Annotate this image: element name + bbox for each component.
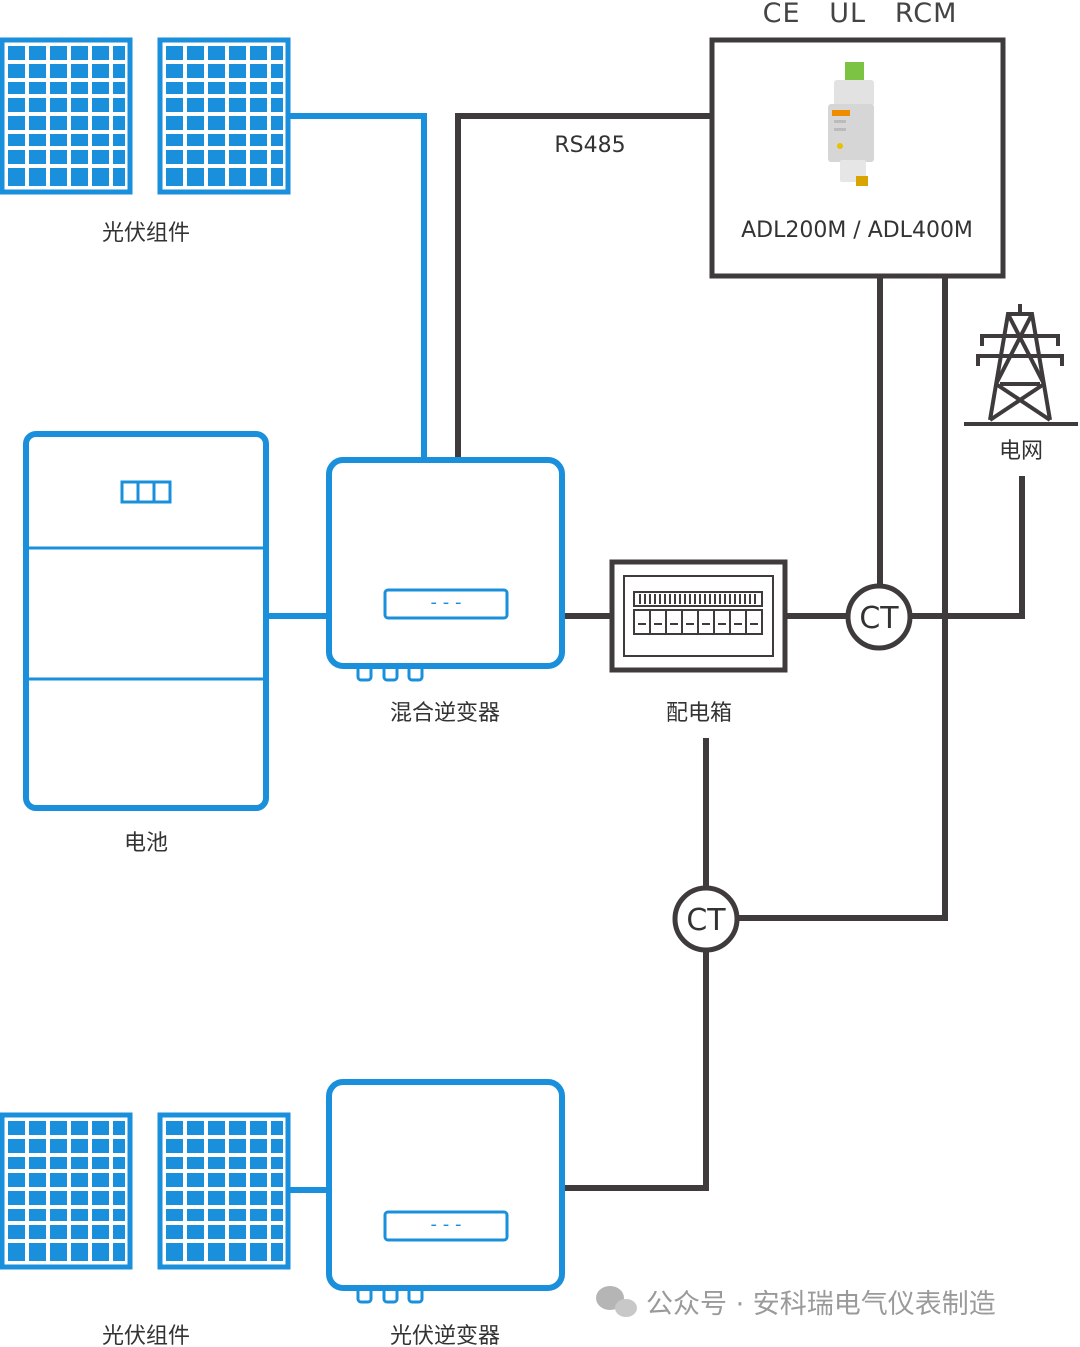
grid-label: 电网 xyxy=(999,439,1043,464)
pv-modules-top-label: 光伏组件 xyxy=(102,221,190,246)
rs485-label: RS485 xyxy=(554,133,625,158)
solar-panel-icon xyxy=(160,1115,288,1267)
hybrid-inverter-label: 混合逆变器 xyxy=(390,701,500,726)
pv-inverter-label: 光伏逆变器 xyxy=(390,1324,500,1347)
ct-sensor-top xyxy=(845,583,913,651)
distribution-box-label: 配电箱 xyxy=(666,701,732,726)
hybrid-inverter-display: - - - xyxy=(431,592,462,613)
dc-wires xyxy=(266,113,427,1193)
ct-bottom-label: CT xyxy=(686,903,726,938)
ct-sensor-bottom xyxy=(672,885,740,953)
solar-panel-icon xyxy=(2,1115,130,1267)
pv-modules-bottom-label: 光伏组件 xyxy=(102,1324,190,1347)
wechat-icon xyxy=(596,1286,637,1317)
transmission-tower-icon xyxy=(964,304,1078,426)
pv-array-top xyxy=(2,40,288,192)
distribution-box-icon xyxy=(609,559,788,673)
ac-wires xyxy=(455,113,1025,1191)
battery-label: 电池 xyxy=(124,831,168,856)
solar-panel-icon xyxy=(2,40,130,192)
pv-inverter-display: - - - xyxy=(431,1214,462,1235)
pv-array-bottom xyxy=(2,1115,288,1267)
hybrid-inverter-icon xyxy=(326,457,565,682)
meter-model-label: ADL200M / ADL400M xyxy=(741,218,973,243)
watermark-label: 公众号 · 安科瑞电气仪表制造 xyxy=(646,1289,996,1320)
din-rail-meter-icon xyxy=(828,62,874,186)
solar-panel-icon xyxy=(160,40,288,192)
rs485-wire xyxy=(455,113,710,460)
pv-inverter-icon xyxy=(326,1079,565,1304)
certifications-label: CE UL RCM xyxy=(763,0,958,29)
ct-top-label: CT xyxy=(859,601,899,636)
battery-icon xyxy=(23,431,269,811)
